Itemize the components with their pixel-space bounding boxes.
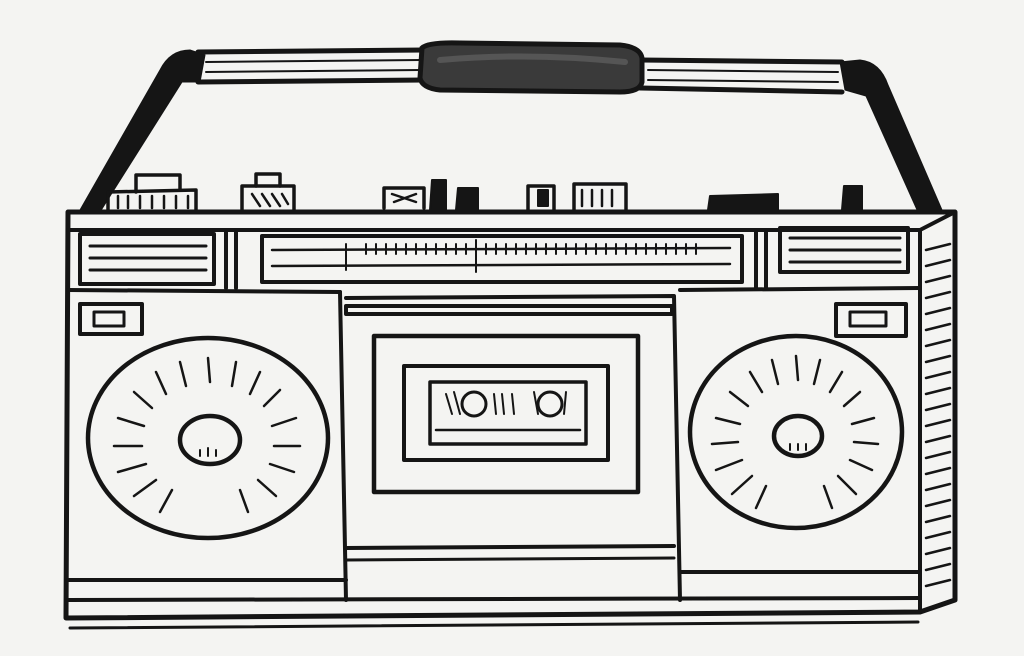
base-strip	[64, 598, 957, 630]
cassette-reel-left	[445, 390, 515, 418]
right-speaker-cone	[771, 413, 825, 459]
right-vent	[778, 226, 910, 274]
tuner-scale-ticks	[345, 239, 697, 273]
left-speaker-section	[78, 290, 348, 602]
handle-right-arm	[839, 59, 943, 213]
cassette-tape	[428, 380, 588, 446]
right-speaker	[687, 333, 905, 531]
top-button-4	[429, 179, 479, 211]
top-button-5	[526, 184, 556, 212]
handle-bar-right	[637, 57, 845, 95]
carry-handle	[79, 40, 943, 213]
left-speaker	[85, 335, 331, 541]
top-button-1	[106, 173, 198, 212]
left-speaker-rays	[112, 356, 302, 514]
top-button-2	[240, 172, 296, 212]
right-speaker-section	[687, 302, 908, 531]
top-control-buttons	[106, 172, 863, 212]
cassette-deck	[344, 294, 682, 602]
right-switch	[834, 302, 908, 338]
left-switch	[78, 302, 144, 336]
side-panel-ridges	[924, 242, 952, 588]
handle-bar-left	[195, 47, 428, 85]
handle-grip	[417, 40, 645, 95]
cassette-window	[371, 333, 641, 495]
top-button-7	[707, 193, 779, 211]
top-button-6	[572, 182, 628, 212]
top-button-3	[382, 186, 426, 210]
cassette-reel-right	[533, 390, 567, 418]
left-speaker-cone	[177, 413, 243, 467]
tuner-dial	[260, 230, 768, 290]
top-button-8	[841, 185, 863, 211]
handle-left-arm	[79, 49, 206, 213]
left-vent	[78, 230, 238, 290]
right-speaker-rays	[710, 354, 880, 510]
